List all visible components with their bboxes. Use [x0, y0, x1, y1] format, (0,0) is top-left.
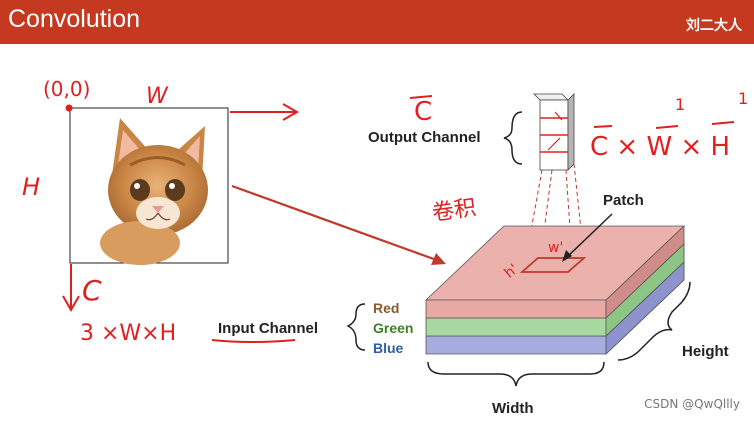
slide-title: Convolution: [8, 5, 141, 33]
h-arrow: [62, 264, 80, 313]
author-name: 刘二大人: [686, 18, 742, 34]
origin-dot: [65, 104, 73, 112]
input-channel-label: Input Channel: [218, 320, 318, 337]
width-label: Width: [492, 400, 534, 417]
convolve-arrow: [231, 184, 443, 264]
w-label: W: [146, 84, 169, 109]
conv-label: 卷积: [431, 195, 478, 226]
height-label: Height: [682, 343, 729, 360]
output-dims-bars: [593, 121, 735, 129]
channel-green-label: Green: [373, 320, 413, 336]
output-dims-label: C × W × H: [590, 132, 730, 162]
patch-square: [519, 257, 587, 273]
watermark: CSDN @QwQllly: [644, 397, 740, 411]
h-label: H: [22, 173, 40, 201]
output-brace: [503, 111, 523, 165]
convolve-arrow-head: [431, 253, 446, 265]
input-brace: [346, 303, 366, 351]
prime-mark-h: 1: [738, 89, 748, 108]
patch-pointer: [565, 213, 613, 259]
header-bar: Convolution 刘二大人: [0, 0, 754, 44]
output-c-bar: [409, 95, 433, 99]
output-c-label: C: [414, 97, 432, 127]
patch-label: Patch: [603, 192, 644, 209]
height-brace: [617, 281, 691, 361]
input-underline: [211, 339, 296, 343]
channel-red-label: Red: [373, 300, 399, 316]
prime-mark-w: 1: [675, 95, 685, 114]
channel-blue-label: Blue: [373, 340, 404, 356]
c-label: C: [82, 274, 102, 307]
origin-label: (0,0): [43, 77, 90, 101]
width-brace: [427, 361, 605, 387]
output-channel-label: Output Channel: [368, 129, 481, 146]
w-arrow: [230, 103, 300, 121]
input-dims-label: 3 ×W×H: [80, 321, 176, 346]
output-column: [533, 93, 575, 171]
patch-w-label: w': [548, 240, 563, 256]
patch-pointer-head: [562, 250, 572, 262]
cat-image: [69, 107, 229, 265]
input-cube: [424, 225, 686, 355]
